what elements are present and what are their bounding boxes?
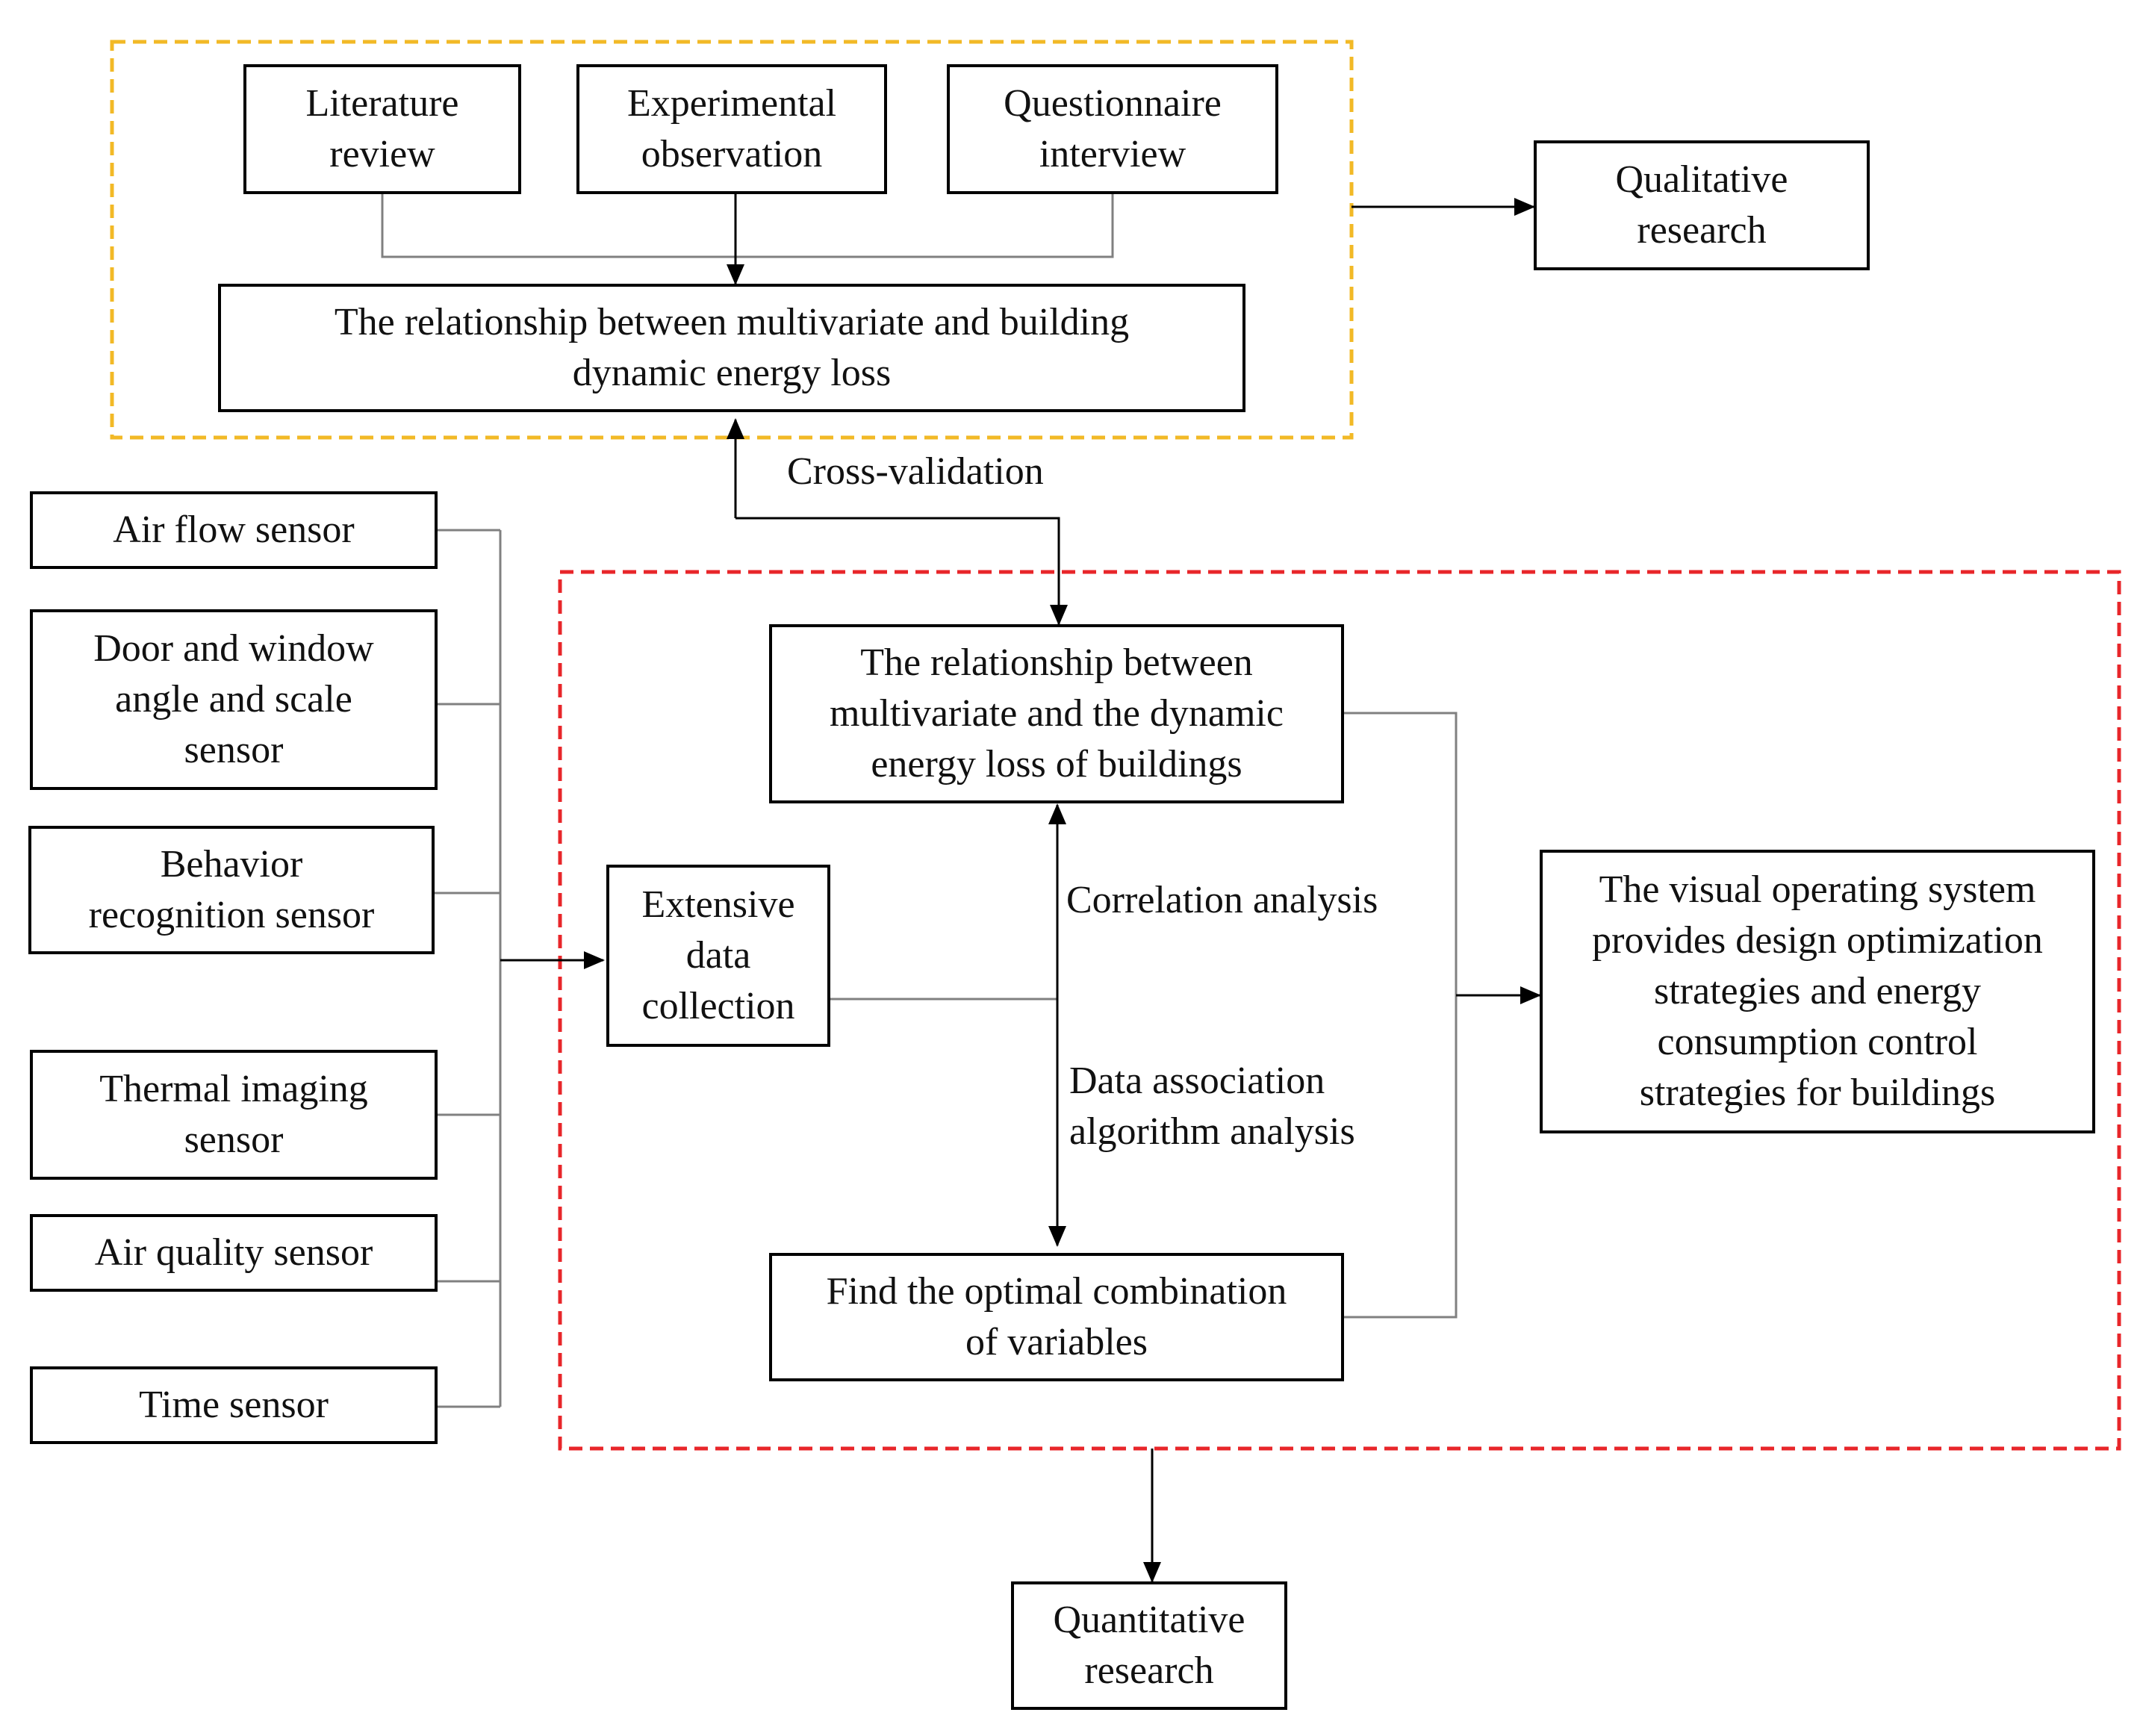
literature-review-label: Literature review xyxy=(305,82,459,175)
cross-validation-connector-b xyxy=(735,517,1068,626)
qualitative-research-label: Qualitative research xyxy=(1615,158,1788,252)
sensor-behavior-recognition-label: Behavior recognition sensor xyxy=(88,843,375,936)
data-collection-box: Extensive data collection xyxy=(606,865,830,1047)
qualitative-research-box: Qualitative research xyxy=(1534,140,1870,270)
right-bus xyxy=(1344,712,1458,1319)
qualitative-relationship-box: The relationship between multivariate an… xyxy=(218,284,1245,412)
sensor-air-quality: Air quality sensor xyxy=(30,1214,438,1292)
optimal-combination-label: Find the optimal combination of variable… xyxy=(826,1270,1287,1363)
sensor-air-flow-label: Air flow sensor xyxy=(113,508,355,551)
qualitative-frame xyxy=(110,40,1354,440)
sensor-time: Time sensor xyxy=(30,1366,438,1444)
questionnaire-interview-label: Questionnaire interview xyxy=(1004,82,1222,175)
cross-validation-label: Cross-validation xyxy=(787,450,1044,493)
quantitative-research-box: Quantitative research xyxy=(1011,1581,1287,1710)
sensor-thermal-imaging: Thermal imaging sensor xyxy=(30,1050,438,1180)
data-association-label: Data association algorithm analysis xyxy=(1069,1060,1355,1153)
questionnaire-interview-box: Questionnaire interview xyxy=(947,64,1278,194)
sensor-thermal-imaging-label: Thermal imaging sensor xyxy=(99,1068,368,1161)
quantitative-relationship-label: The relationship between multivariate an… xyxy=(830,641,1284,785)
sensor-air-quality-label: Air quality sensor xyxy=(94,1231,373,1274)
visual-system-box: The visual operating system provides des… xyxy=(1540,850,2095,1133)
sensor-door-window-label: Door and window angle and scale sensor xyxy=(93,627,374,771)
sensor-time-label: Time sensor xyxy=(139,1384,329,1426)
visual-system-label: The visual operating system provides des… xyxy=(1592,868,2043,1114)
experimental-observation-box: Experimental observation xyxy=(576,64,887,194)
experimental-observation-label: Experimental observation xyxy=(626,82,837,175)
sensor-behavior-recognition: Behavior recognition sensor xyxy=(28,826,435,954)
quantitative-relationship-box: The relationship between multivariate an… xyxy=(769,624,1344,803)
data-collection-label: Extensive data collection xyxy=(641,883,795,1027)
quantitative-research-label: Quantitative research xyxy=(1053,1599,1245,1692)
literature-review-box: Literature review xyxy=(243,64,521,194)
correlation-analysis-label: Correlation analysis xyxy=(1066,879,1378,921)
sensor-air-flow: Air flow sensor xyxy=(30,491,438,569)
sensor-door-window: Door and window angle and scale sensor xyxy=(30,609,438,790)
optimal-combination-box: Find the optimal combination of variable… xyxy=(769,1253,1344,1381)
qualitative-relationship-label: The relationship between multivariate an… xyxy=(334,301,1130,394)
literature-connector xyxy=(381,194,1114,258)
quantitative-frame xyxy=(558,570,2121,1451)
